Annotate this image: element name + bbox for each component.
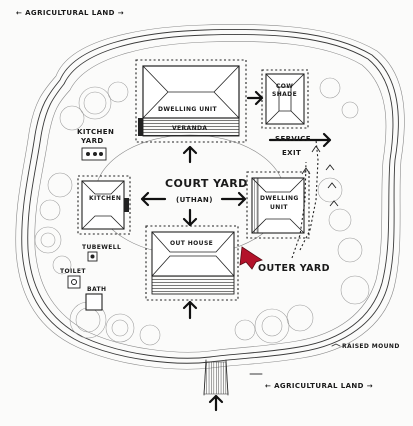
agricultural-land-top-label: ← AGRICULTURAL LAND → [16,9,124,17]
kitchen-yard-label-line2: YARD [80,137,104,145]
circulation-arrows [140,90,341,412]
service-exit-label-line2: EXIT [282,149,301,157]
top-dwelling-unit [135,59,247,143]
tubewell-label: TUBEWELL [82,244,121,251]
top-dwelling-unit-label: DWELLING UNIT [158,106,218,113]
cow-shade-label-line2: SHADE [272,91,297,98]
trees [34,77,370,346]
main-entrance-arrow [239,246,263,270]
tubewell-symbol [87,251,98,262]
right-dwelling-label-line1: DWELLING [260,195,299,202]
outer-yard-label: OUTER YARD [258,263,330,274]
kitchen-yard-label-line1: KITCHEN [77,128,114,136]
raised-mound-label: RAISED MOUND [342,343,400,350]
outhouse-label: OUT HOUSE [170,240,213,247]
cow-shade-label-line1: COW [276,83,293,90]
uthan-label: (UTHAN) [176,196,213,204]
cow-shade [261,69,309,129]
kitchen-yard-hearth [81,147,107,161]
entry-path [203,359,229,396]
kitchen-label: KITCHEN [89,195,121,202]
bath-label: BATH [87,286,106,293]
kitchen-block [77,175,131,235]
toilet-symbol [67,275,81,289]
courtyard-label: COURT YARD [165,177,248,190]
right-dwelling-unit [246,171,310,239]
agricultural-land-bottom-label: ← AGRICULTURAL LAND → [265,382,373,390]
right-dwelling-label-line2: UNIT [270,204,288,211]
outhouse-block [145,225,239,301]
service-exit-label-line1: SERVICE [275,135,311,143]
raised-mound-outline [15,24,405,370]
veranda-label: VERANDA [172,125,207,132]
bath-symbol [85,293,103,311]
toilet-label: TOILET [60,268,86,275]
